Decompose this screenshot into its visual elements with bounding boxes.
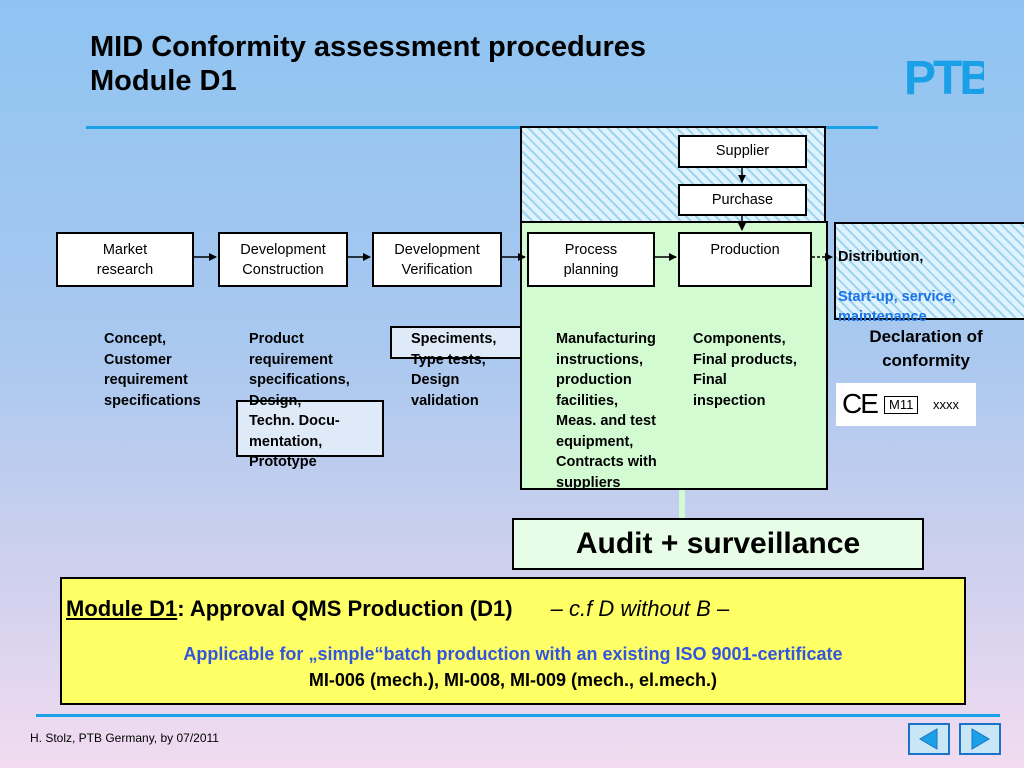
next-arrow-icon: [971, 728, 990, 750]
development-verification-label: Development Verification: [394, 242, 480, 278]
notified-body-number: xxxx: [933, 397, 959, 412]
module-heading: Module D1: Approval QMS Production (D1) …: [66, 595, 962, 623]
page-title: MID Conformity assessment procedures Mod…: [90, 30, 646, 98]
production-label: Production: [710, 242, 780, 258]
audit-connector: [679, 490, 685, 518]
supplier-label: Supplier: [715, 143, 770, 159]
purchase-label: Purchase: [711, 192, 774, 208]
production-output-text: Components, Final products, Final inspec…: [693, 331, 797, 409]
footer-credit: H. Stolz, PTB Germany, by 07/2011: [30, 731, 219, 745]
ptb-logo-text: PTB: [904, 52, 984, 102]
planning-output-text: Manufacturing instructions, production f…: [556, 331, 657, 491]
distribution-text: Distribution, Start-up, service, mainten…: [838, 227, 956, 347]
audit-surveillance-box: Audit + surveillance: [512, 518, 924, 570]
audit-label: Audit + surveillance: [575, 527, 861, 560]
construction-highlight-box: [236, 400, 384, 457]
module-note: – c.f D without B –: [550, 596, 730, 621]
supplier-box: Supplier: [678, 135, 807, 168]
module-name: Module D1: [66, 596, 178, 621]
metrology-mark: M11: [884, 396, 918, 414]
supplier-region: [520, 126, 826, 222]
title-line-2: Module D1: [90, 65, 237, 97]
distribution-region: [834, 222, 1024, 320]
footer-divider: [36, 714, 1000, 717]
title-line-1: MID Conformity assessment procedures: [90, 31, 646, 63]
process-planning-label: Process planning: [563, 242, 619, 278]
process-planning-box: Process planning: [527, 232, 655, 287]
market-research-label: Market research: [96, 242, 154, 278]
distribution-line-2: Start-up, service, maintenance: [838, 289, 956, 325]
market-research-box: Market research: [56, 232, 194, 287]
production-box: Production: [678, 232, 812, 287]
module-box: Module D1: Approval QMS Production (D1) …: [60, 577, 966, 705]
development-construction-box: Development Construction: [218, 232, 348, 287]
distribution-line-1: Distribution,: [838, 249, 924, 265]
applicable-text: Applicable for „simple“batch production …: [183, 644, 843, 664]
ptb-logo: PTB: [904, 52, 984, 102]
market-output-text: Concept, Customer requirement specificat…: [104, 331, 201, 409]
instruments-text: MI-006 (mech.), MI-008, MI-009 (mech., e…: [308, 670, 718, 690]
development-verification-box: Development Verification: [372, 232, 502, 287]
purchase-box: Purchase: [678, 184, 807, 216]
verification-output-text: Speciments, Type tests, Design validatio…: [411, 331, 497, 409]
declaration-text: Declaration of conformity: [869, 327, 983, 370]
ce-mark: CE: [842, 388, 879, 419]
verification-highlight-box: [390, 326, 520, 359]
previous-arrow-icon: [919, 728, 938, 750]
development-construction-label: Development Construction: [240, 242, 326, 278]
title-divider: [86, 126, 878, 129]
conformity-marking: CE M11 xxxx: [836, 383, 976, 426]
construction-output-text: Product requirement specifications, Desi…: [249, 331, 350, 470]
next-slide-button[interactable]: [959, 723, 1001, 755]
previous-slide-button[interactable]: [908, 723, 950, 755]
module-heading-rest: : Approval QMS Production (D1): [177, 596, 513, 621]
